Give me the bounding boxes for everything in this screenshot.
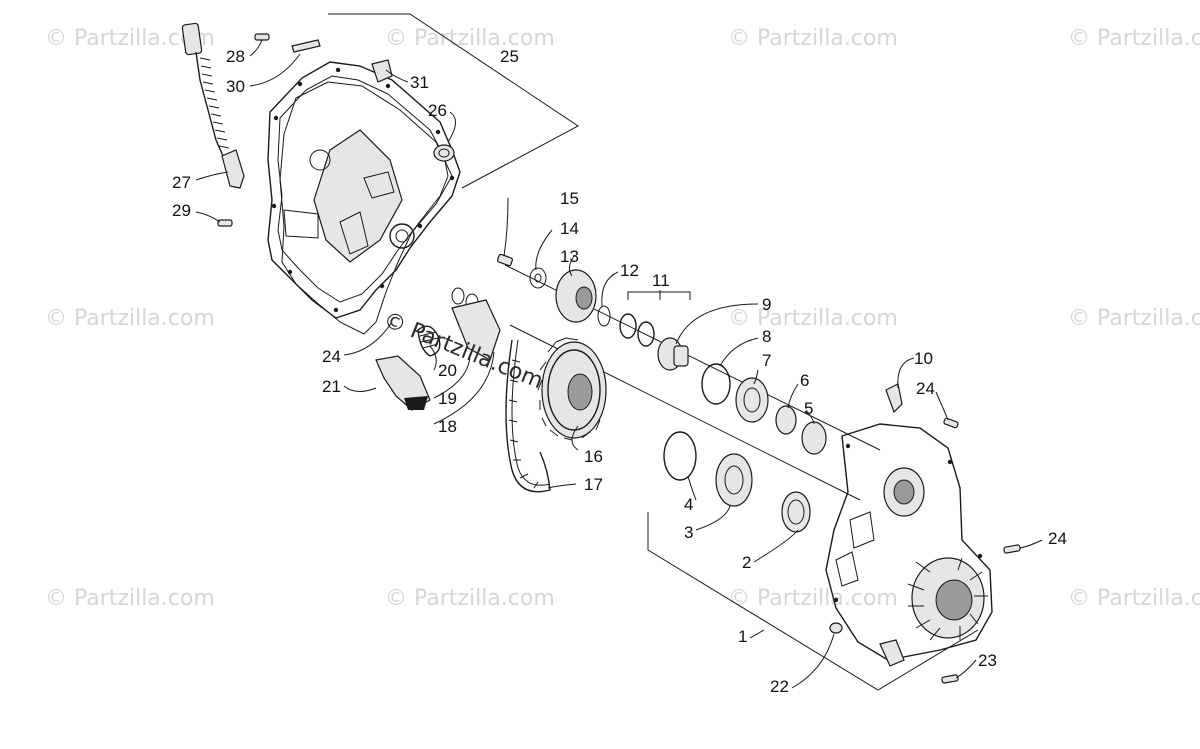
watermark: © Partzilla.com: [1068, 306, 1200, 331]
callout-29: 28: [226, 47, 245, 66]
callout-11: 11: [652, 271, 670, 290]
small-sprocket: [657, 337, 689, 371]
watermark: © Partzilla.com: [385, 26, 555, 51]
fasteners-right: [829, 383, 1021, 684]
callout-21: 21: [322, 377, 341, 396]
callout-20: 20: [438, 361, 457, 380]
watermark: © Partzilla.com: [1068, 26, 1200, 51]
callout-31: 31: [410, 73, 429, 92]
callout-27: 26: [428, 101, 447, 120]
callout-15: 15: [560, 189, 579, 208]
sensor-with-lead: [181, 22, 245, 189]
lower-bearing-stack: [663, 431, 811, 533]
small-gear-group: [497, 253, 611, 327]
drive-chain: [505, 339, 551, 493]
callout-29: 29: [172, 201, 191, 220]
callout-1: 1: [738, 627, 747, 646]
callout-22: 22: [770, 677, 789, 696]
callout-16: 16: [584, 447, 603, 466]
chaincase-cover: [267, 61, 461, 319]
callout-24: 24: [916, 379, 935, 398]
chaincase-housing: [825, 423, 993, 661]
callout-19: 19: [438, 389, 457, 408]
callout-3: 3: [684, 523, 693, 542]
watermark: © Partzilla.com: [385, 586, 555, 611]
watermark: © Partzilla.com: [45, 306, 215, 331]
callout-25: 24: [322, 347, 341, 366]
assembly-brackets: [328, 13, 979, 691]
callout-4: 4: [684, 495, 693, 514]
watermark: © Partzilla.com: [1068, 586, 1200, 611]
cover-gasket: [279, 81, 453, 335]
callout-2: 2: [742, 553, 751, 572]
callout-14: 14: [560, 219, 579, 238]
upper-bearing-stack: [701, 363, 827, 455]
callout-28: 27: [172, 173, 191, 192]
callout-26: 25: [500, 47, 519, 66]
watermark: © Partzilla.com: [45, 586, 215, 611]
watermark-layer: © Partzilla.com © Partzilla.com © Partzi…: [45, 26, 1200, 611]
tensioner-assembly: [375, 287, 501, 411]
callout-6: 6: [800, 371, 809, 390]
callout-8: 8: [762, 327, 771, 346]
callout-13: 13: [560, 247, 579, 266]
callout-10: 10: [914, 349, 933, 368]
callout-7: 7: [762, 351, 771, 370]
callout-30: 30: [226, 77, 245, 96]
callout-24: 24: [1048, 529, 1067, 548]
large-sprocket: [537, 337, 607, 441]
callout-18: 18: [438, 417, 457, 436]
callout-23: 23: [978, 651, 997, 670]
watermark: © Partzilla.com: [728, 586, 898, 611]
watermark: © Partzilla.com: [728, 26, 898, 51]
callout-9: 9: [762, 295, 771, 314]
shims: [619, 313, 655, 347]
callout-12: 12: [620, 261, 639, 280]
callout-5: 5: [804, 399, 813, 418]
callout-labels: 28 30 25 31 26 27 29 15 14 13 12 11 9 8 …: [172, 47, 1067, 696]
callout-17: 17: [584, 475, 603, 494]
small-parts-top: [217, 33, 455, 227]
leader-lines: [195, 39, 1043, 689]
watermark: © Partzilla.com: [728, 306, 898, 331]
